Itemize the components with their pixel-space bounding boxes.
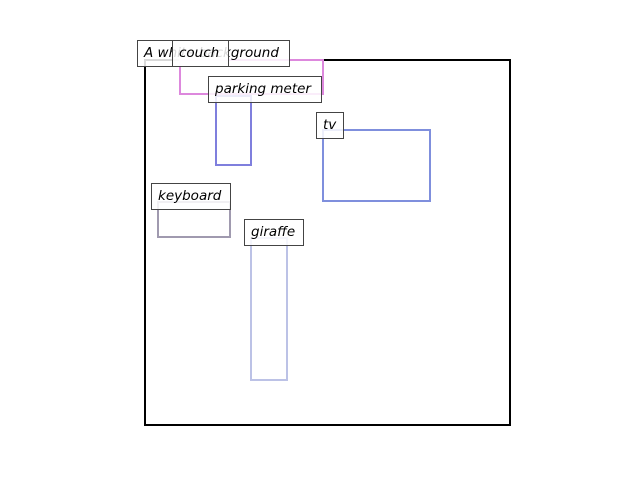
region-label-parking-meter: parking meter <box>208 76 322 103</box>
region-box-tv <box>322 129 431 202</box>
region-box-giraffe <box>250 237 288 381</box>
image-frame <box>144 59 511 426</box>
region-label-tv: tv <box>316 112 344 139</box>
region-box-parking-meter <box>215 95 252 166</box>
region-label-keyboard: keyboard <box>151 183 231 210</box>
region-label-couch: couch <box>172 40 229 67</box>
region-label-giraffe: giraffe <box>244 219 304 246</box>
